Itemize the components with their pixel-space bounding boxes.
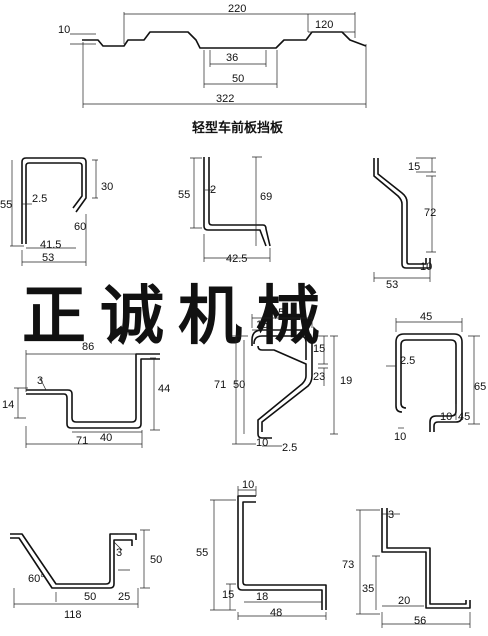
- dim-3: 3: [388, 509, 394, 521]
- dim-44: 44: [158, 383, 170, 395]
- dim-15: 15: [408, 161, 420, 173]
- dim-86: 86: [82, 341, 94, 353]
- profile-2-z-section: 55 2 69 42.5: [178, 156, 272, 265]
- dim-60: 60: [74, 221, 86, 233]
- dim-55: 55: [196, 547, 208, 559]
- dim-20: 20: [398, 595, 410, 607]
- dim-41-5: 41.5: [40, 239, 61, 251]
- dim-15b: 15: [313, 343, 325, 355]
- dim-42-5: 42.5: [226, 253, 247, 265]
- dim-30: 30: [101, 181, 113, 193]
- dim-71: 71: [214, 379, 226, 391]
- profile-7-angled-channel: 3 50 60° 50 25 118: [10, 529, 162, 621]
- profile-3-step-section: 15 72 10 53: [373, 157, 436, 291]
- dim-50: 50: [233, 379, 245, 391]
- dim-50: 50: [232, 73, 244, 85]
- dim-10a: 10: [440, 411, 452, 423]
- top-profile-outline: [82, 31, 367, 49]
- profile-9-step-z: 3 73 35 20 56: [342, 508, 471, 628]
- dim-10: 10: [242, 479, 254, 491]
- dim-25: 25: [118, 591, 130, 603]
- dim-23: 23: [313, 371, 325, 383]
- profile-5-double-crank: 45 15 15 71 50 23 19 10 2.5: [214, 307, 352, 454]
- dim-3: 3: [116, 547, 122, 559]
- dim-3: 3: [37, 375, 43, 387]
- dim-2-5: 2.5: [400, 355, 415, 367]
- dim-36: 36: [226, 52, 238, 64]
- profile-5-outline: [251, 329, 313, 439]
- dim-220: 220: [228, 3, 246, 15]
- dim-10: 10: [420, 261, 432, 273]
- profile-7-outline: [10, 533, 137, 589]
- dim-55: 55: [0, 199, 12, 211]
- profile-1-hook: 55 2.5 30 60 41.5 53: [0, 157, 113, 266]
- profile-3-outline: [373, 158, 431, 269]
- dim-15a: 15: [256, 319, 268, 331]
- profile-6-box-hook: 45 2.5 65 10 45 10: [386, 311, 486, 443]
- dim-71: 71: [76, 435, 88, 447]
- dim-50b: 50: [84, 591, 96, 603]
- profile-8-tall-z: 10 55 15 18 48: [196, 479, 327, 620]
- dim-2-5: 2.5: [282, 442, 297, 454]
- dim-19: 19: [340, 375, 352, 387]
- dim-322: 322: [216, 93, 234, 105]
- dim-53: 53: [386, 279, 398, 291]
- dim-69: 69: [260, 191, 272, 203]
- dim-45: 45: [272, 307, 284, 319]
- dim-10b: 10: [394, 431, 406, 443]
- profile-4-channel-lip: 86 3 14 44 71 40: [2, 341, 170, 448]
- watermark-text: 正诚机械: [22, 280, 334, 352]
- dim-18: 18: [256, 591, 268, 603]
- dim-118: 118: [64, 609, 82, 621]
- profile-2-outline: [203, 157, 271, 247]
- dim-10: 10: [58, 24, 70, 36]
- profile-6-outline: [395, 333, 463, 432]
- dim-48: 48: [270, 607, 282, 619]
- dim-15: 15: [222, 589, 234, 601]
- profile-9-outline: [381, 508, 471, 609]
- profile-1-outline: [21, 157, 87, 244]
- dim-45b: 45: [458, 411, 470, 423]
- drawing-title: 轻型车前板挡板: [192, 120, 284, 135]
- dim-14: 14: [2, 399, 14, 411]
- profile-8-outline: [237, 495, 327, 610]
- dim-56: 56: [414, 615, 426, 627]
- dim-45a: 45: [420, 311, 432, 323]
- dim-35: 35: [362, 583, 374, 595]
- dim-10: 10: [256, 437, 268, 449]
- dim-120: 120: [315, 19, 333, 31]
- dim-2-5: 2.5: [32, 193, 47, 205]
- profile-4-outline: [26, 353, 160, 429]
- dim-50: 50: [150, 554, 162, 566]
- dim-72: 72: [424, 207, 436, 219]
- dim-60-deg: 60°: [28, 573, 45, 585]
- dim-73: 73: [342, 559, 354, 571]
- dim-65: 65: [474, 381, 486, 393]
- dim-2: 2: [210, 184, 216, 196]
- dim-53: 53: [42, 252, 54, 264]
- top-corrugated-profile: 220 120 10 36 50 322: [58, 3, 367, 108]
- dim-55: 55: [178, 189, 190, 201]
- dim-40: 40: [100, 432, 112, 444]
